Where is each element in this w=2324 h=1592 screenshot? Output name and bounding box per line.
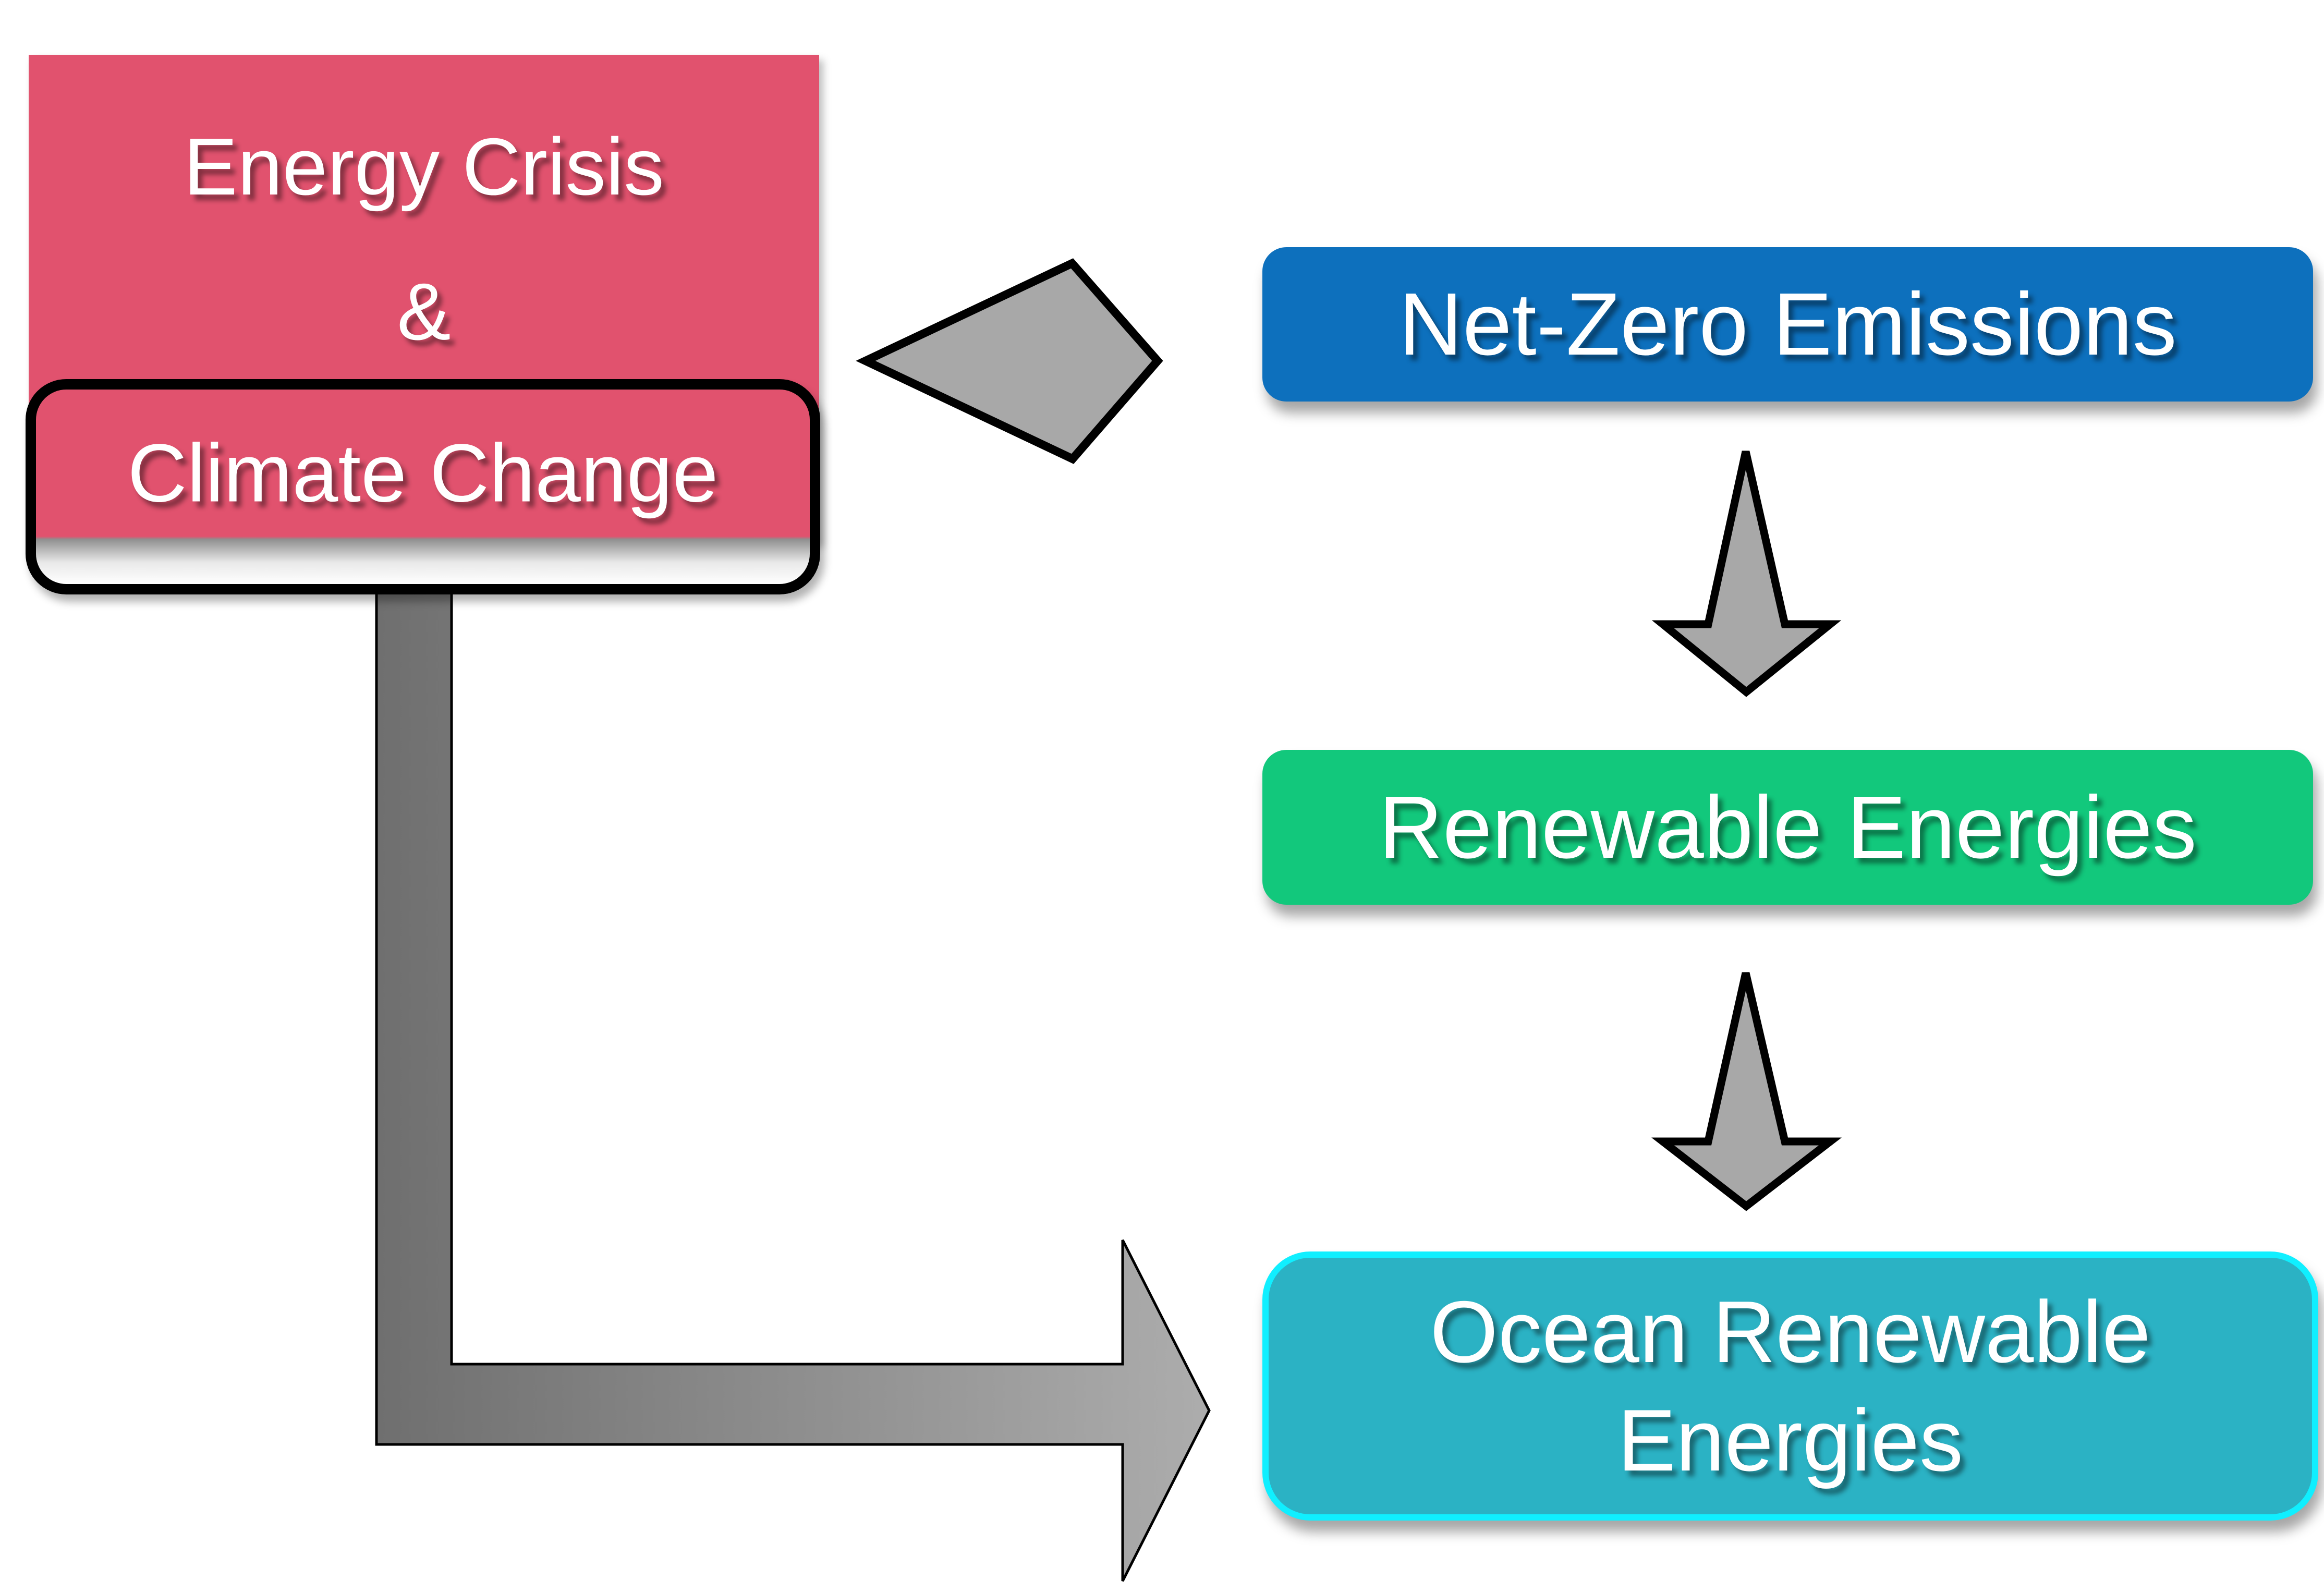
climate-change-label: Climate Change bbox=[127, 427, 719, 519]
netzero-emissions-label: Net-Zero Emissions bbox=[1398, 275, 2177, 374]
ampersand-label: & bbox=[397, 266, 451, 357]
ocean-renewable-energies-box: Ocean Renewable Energies bbox=[1262, 1251, 2318, 1521]
elbow-connector-arrow bbox=[375, 588, 1211, 1582]
ocean-renewable-label-line1: Ocean Renewable bbox=[1430, 1283, 2151, 1381]
energy-crisis-label: Energy Crisis bbox=[184, 121, 664, 212]
ocean-renewable-label-line2: Energies bbox=[1617, 1391, 1964, 1489]
climate-change-outline: Climate Change bbox=[26, 379, 820, 594]
renewable-energies-label: Renewable Energies bbox=[1379, 777, 2197, 877]
right-arrow bbox=[856, 258, 1163, 464]
down-arrow-2 bbox=[1651, 972, 1842, 1211]
renewable-energies-box: Renewable Energies bbox=[1262, 750, 2313, 905]
down-arrow-1 bbox=[1651, 451, 1842, 697]
netzero-emissions-box: Net-Zero Emissions bbox=[1262, 247, 2313, 402]
